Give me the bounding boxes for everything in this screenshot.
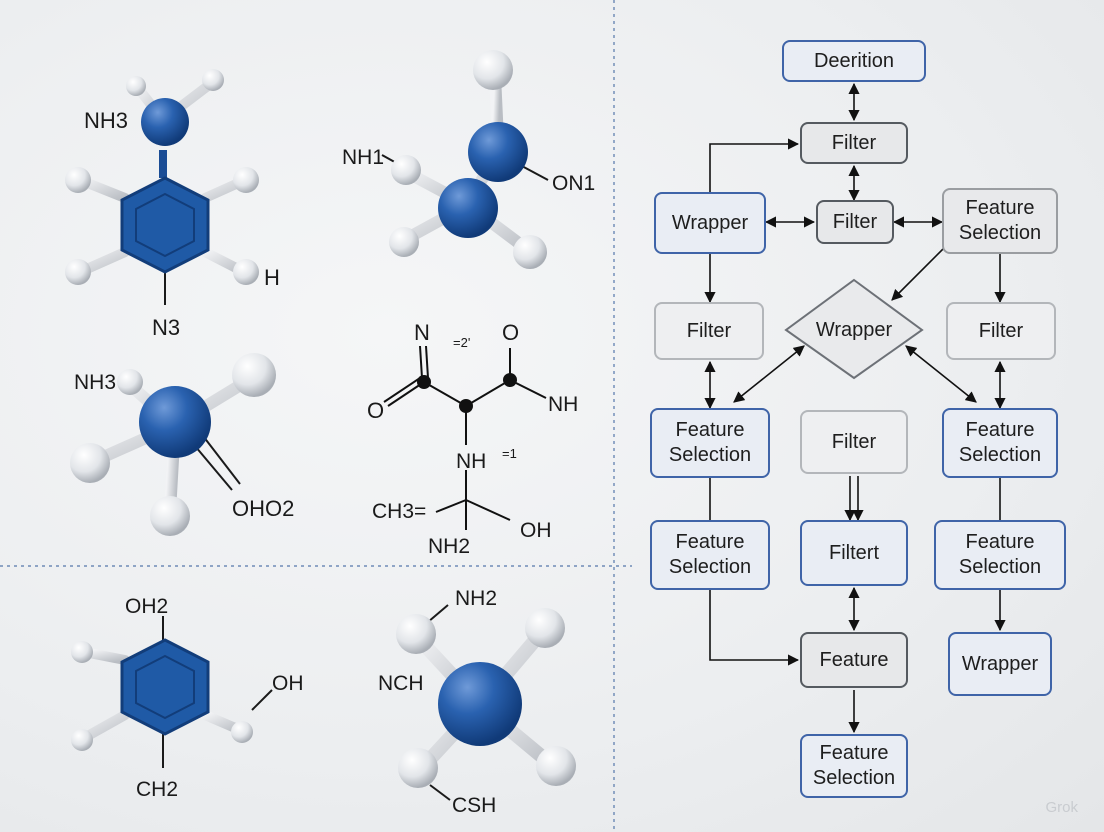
m1-nh3-label: NH3 bbox=[84, 108, 128, 133]
m2-on1-label: ON1 bbox=[552, 172, 595, 195]
m4-o-left-label: O bbox=[367, 398, 384, 423]
m6-nh2-label: NH2 bbox=[455, 587, 497, 610]
m1-h-label: H bbox=[264, 265, 280, 290]
edge-diamond-fsr1 bbox=[905, 345, 977, 403]
m1-n3-label: N3 bbox=[152, 315, 180, 340]
node-feature-selection-bottom: Feature Selection bbox=[800, 734, 908, 798]
edge-wrapper-filter-top bbox=[709, 138, 800, 192]
molecule-6: NH2 NCH CSH bbox=[378, 587, 576, 817]
node-filter-left: Filter bbox=[654, 302, 764, 360]
flowchart-connectors bbox=[704, 82, 1006, 734]
node-filtert-center: Filtert bbox=[800, 520, 908, 586]
node-filter-center: Filter bbox=[800, 410, 908, 474]
m2-nh1-label: NH1 bbox=[342, 146, 384, 169]
wrapper-diamond-shape bbox=[784, 278, 924, 380]
molecule-1: NH3 H N3 bbox=[65, 69, 280, 340]
node-filter-mid: Filter bbox=[816, 200, 894, 244]
m4-nh-right-label: NH bbox=[548, 393, 578, 416]
m4-n-label: N bbox=[414, 320, 430, 345]
node-filter-right: Filter bbox=[946, 302, 1056, 360]
m5-oh2-label: OH2 bbox=[125, 595, 168, 618]
molecule-4-atoms: N =2' O O NH NH =1 CH3= NH2 OH bbox=[367, 320, 578, 558]
node-definition: Deerition bbox=[782, 40, 926, 82]
edge-diamond-fs1 bbox=[733, 345, 805, 403]
node-feature-selection-right-1: Feature Selection bbox=[942, 408, 1058, 478]
m5-oh-label: OH bbox=[272, 672, 304, 695]
m6-nch-label: NCH bbox=[378, 672, 424, 695]
node-feature-selection-right-2: Feature Selection bbox=[934, 520, 1066, 590]
m4-oh-label: OH bbox=[520, 519, 552, 542]
m4-nh-center-charge: =1 bbox=[502, 446, 517, 461]
molecule-5: OH2 OH CH2 bbox=[71, 595, 304, 801]
m4-ch3-label: CH3= bbox=[372, 500, 426, 523]
molecule-3: NH3 OHO2 bbox=[70, 353, 294, 536]
m5-ch2-label: CH2 bbox=[136, 778, 178, 801]
watermark: Grok bbox=[1045, 799, 1078, 816]
m3-nh3-label: NH3 bbox=[74, 371, 116, 394]
m4-nh2-label: NH2 bbox=[428, 535, 470, 558]
m4-o-top-label: O bbox=[502, 320, 519, 345]
node-wrapper-left: Wrapper bbox=[654, 192, 766, 254]
molecule-2: NH1 ON1 bbox=[342, 50, 595, 269]
node-feature-selection-left-1: Feature Selection bbox=[650, 408, 770, 478]
node-feature-selection-left-2: Feature Selection bbox=[650, 520, 770, 590]
node-feature-selection-top-right: Feature Selection bbox=[942, 188, 1058, 254]
node-feature-center: Feature bbox=[800, 632, 908, 688]
m4-n-charge: =2' bbox=[453, 335, 470, 350]
node-wrapper-diamond: Wrapper bbox=[815, 318, 893, 341]
edge-featsel-diamond bbox=[891, 247, 945, 301]
edge-fs2-feature bbox=[709, 590, 800, 666]
node-filter-top: Filter bbox=[800, 122, 908, 164]
m3-oho2-label: OHO2 bbox=[232, 496, 294, 521]
m4-nh-center-label: NH bbox=[456, 450, 486, 473]
m6-csh-label: CSH bbox=[452, 794, 496, 817]
node-wrapper-right: Wrapper bbox=[948, 632, 1052, 696]
